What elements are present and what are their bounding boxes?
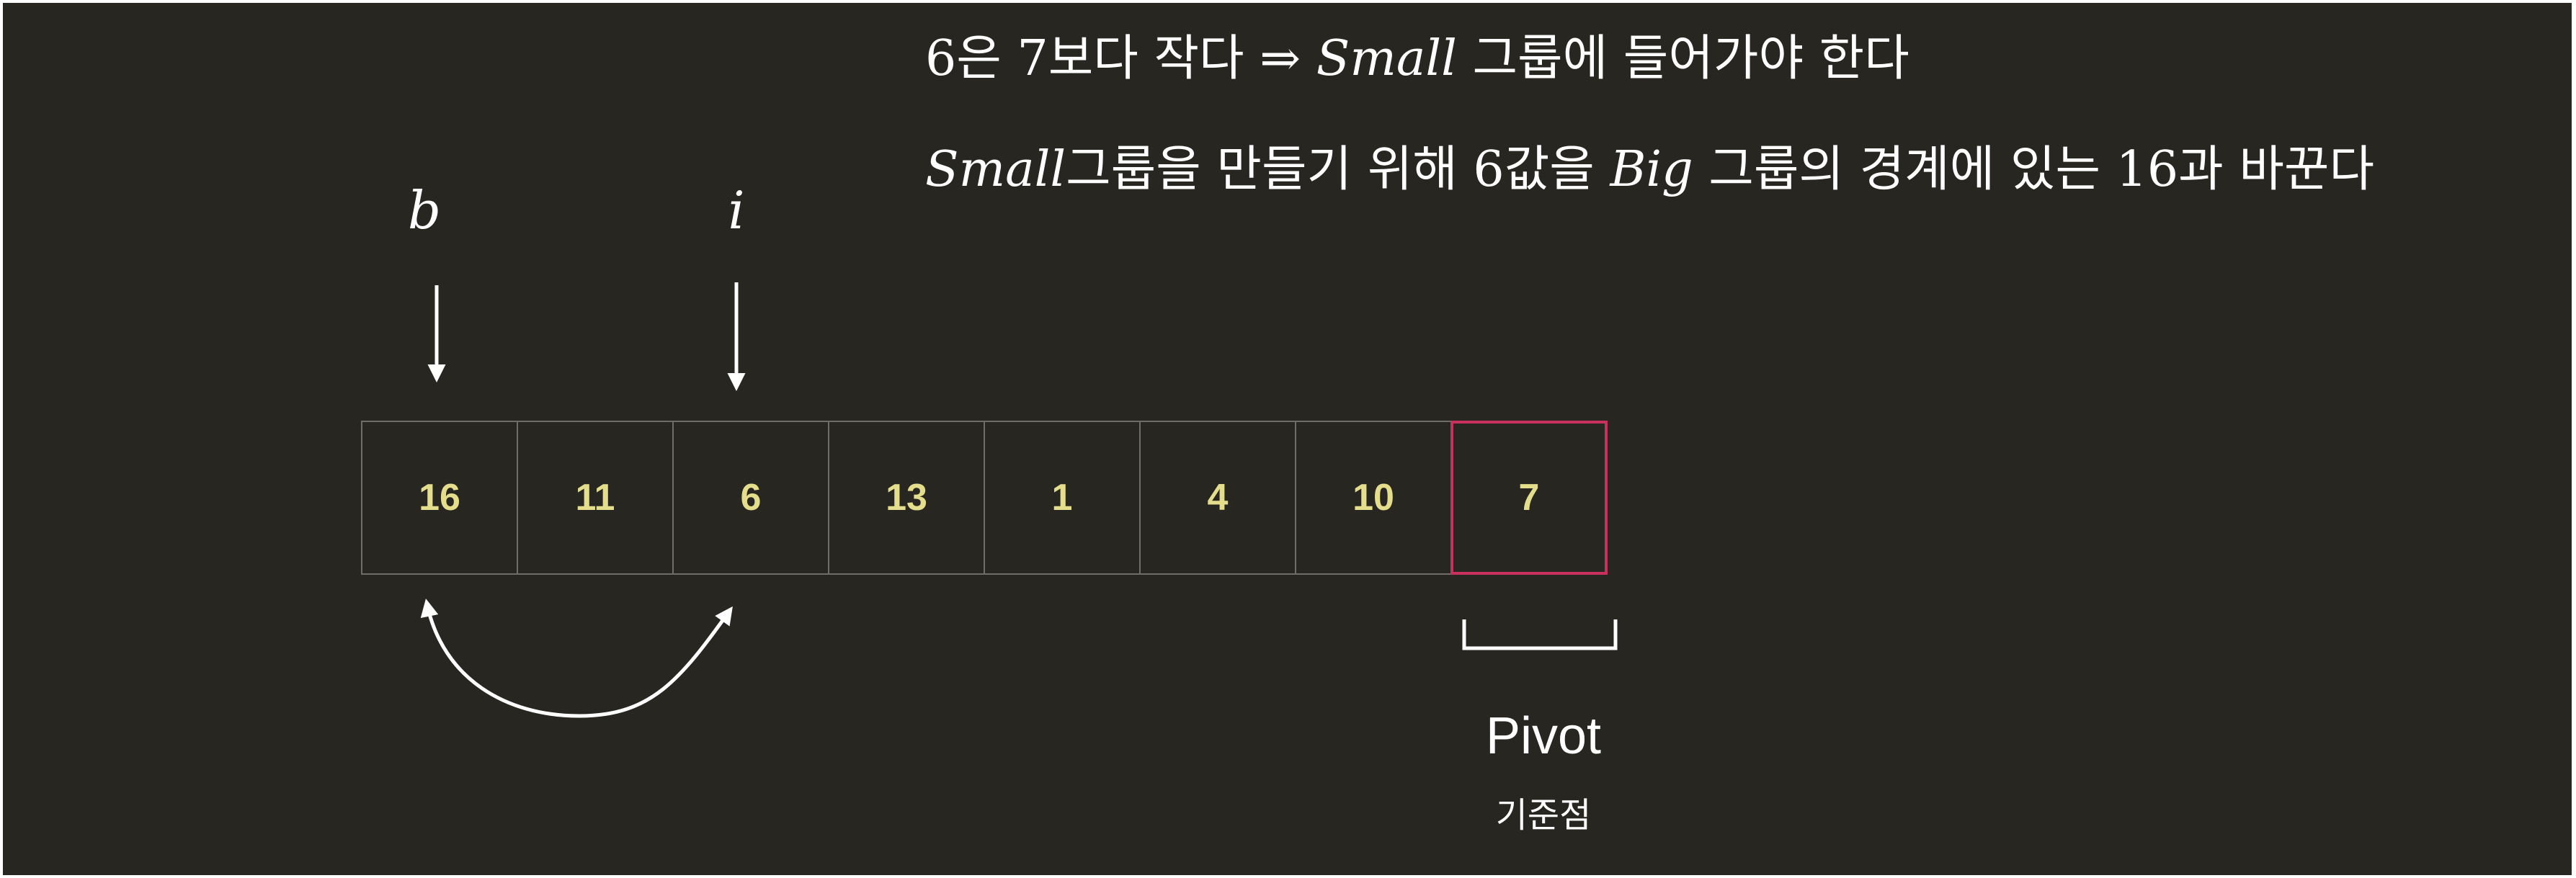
pivot-bracket-icon xyxy=(1462,619,1618,650)
pointer-label-i: i xyxy=(728,180,745,241)
pivot-label: Pivot xyxy=(1485,707,1602,765)
array-row: 16 11 6 13 1 4 10 7 xyxy=(361,421,1608,576)
array-cell-pivot: 7 xyxy=(1450,421,1608,575)
swap-arrow-icon xyxy=(420,599,733,718)
caption-2-math-small: Small xyxy=(925,141,1066,198)
caption-line-1: 6은 7보다 작다 ⇒ Small 그룹에 들어가야 한다 xyxy=(925,35,1909,84)
caption-1-suffix: 그룹에 들어가야 한다 xyxy=(1456,30,1909,87)
pointer-label-b: b xyxy=(407,180,442,241)
caption-2-text-1: 그룹을 만들기 위해 6값을 xyxy=(1066,141,1610,198)
caption-line-2: Small그룹을 만들기 위해 6값을 Big 그룹의 경계에 있는 16과 바… xyxy=(925,145,2374,194)
caption-2-text-2: 그룹의 경계에 있는 16과 바꾼다 xyxy=(1693,141,2375,198)
diagram-canvas: 6은 7보다 작다 ⇒ Small 그룹에 들어가야 한다 Small그룹을 만… xyxy=(3,3,2572,875)
caption-2-math-big: Big xyxy=(1610,141,1693,198)
pivot-sublabel: 기준점 xyxy=(1495,795,1592,836)
caption-1-prefix: 6은 7보다 작다 ⇒ xyxy=(925,30,1316,87)
arrows-layer xyxy=(420,282,1618,718)
caption-1-math-small: Small xyxy=(1316,30,1457,87)
